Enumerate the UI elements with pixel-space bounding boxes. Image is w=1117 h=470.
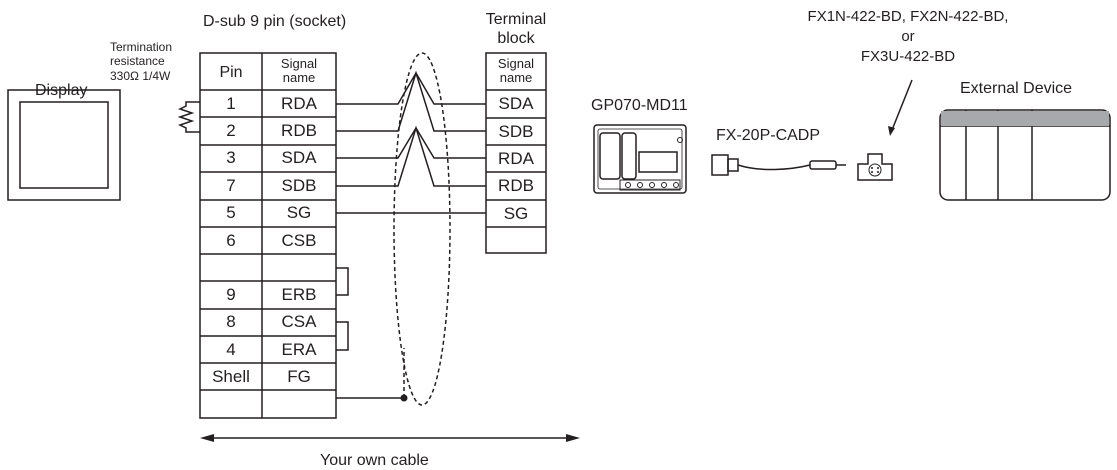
dsub-signal: FG [287,367,311,386]
dsub-pin: 6 [226,231,236,250]
signal-header-line1: Signal [280,56,318,71]
adapter-label: GP070-MD11 [591,97,688,114]
cable-shield [393,52,451,406]
external-device-label: External Device [960,80,1073,97]
dsub-pin: Shell [212,367,250,386]
termination-resistor-icon [177,101,200,133]
signal-header-line2: name [282,70,316,85]
signal-wires [336,70,486,399]
pin-column-header: Pin [219,64,243,81]
dsub-pin: 3 [226,148,236,167]
dsub-table-grid [199,52,337,419]
adapter-icon [593,124,687,194]
boards-label-line2: or [901,28,915,45]
dsub-signal: RDA [281,94,317,113]
dsub-signal: SDB [281,176,317,195]
boards-label-line3: FX3U-422-BD [860,48,956,65]
dsub-signal: RDB [281,121,317,140]
terminal-block-title-line1: Terminal [485,11,547,28]
dsub-pin: 5 [226,203,236,222]
dsub-signal: SDA [281,148,317,167]
cable-model-label: FX-20P-CADP [716,127,821,144]
dsub-pin: 8 [226,312,236,331]
terminal-signal: SDB [498,122,534,141]
terminal-header-line2: name [499,70,533,85]
dsub-title: D-sub 9 pin (socket) [203,13,347,30]
dsub-pin: 1 [226,94,236,113]
display-label: Display [35,82,88,99]
dsub-signal: ERA [281,340,317,359]
dsub-pin: 7 [226,176,236,195]
own-cable-label: Your own cable [320,452,429,469]
dsub-pin: 4 [226,340,236,359]
dsub-signal: CSB [281,231,317,250]
terminal-signal: RDB [498,176,534,195]
dsub-signal: CSA [281,312,317,331]
terminal-header-line1: Signal [497,56,535,71]
boards-label-line1: FX1N-422-BD, FX2N-422-BD, [807,8,1009,25]
terminal-block-grid [485,52,547,254]
dsub-signal: ERB [281,285,317,304]
terminal-block-title-line2: block [497,30,535,47]
terminal-signal: RDA [498,149,534,168]
dsub-signal: SG [286,203,312,222]
termination-value: 330Ω 1/4W [110,69,171,83]
terminal-signal: SDA [498,94,534,113]
termination-label-line1: Termination [110,40,173,54]
dsub-pin: 9 [226,285,236,304]
dsub-pin: 2 [226,121,236,140]
board-port-icon [857,153,893,181]
fx20p-cadp-cable-icon [711,154,846,176]
termination-label-line2: resistance [110,54,165,68]
display-monitor-icon [7,89,121,201]
terminal-signal: SG [503,204,529,223]
